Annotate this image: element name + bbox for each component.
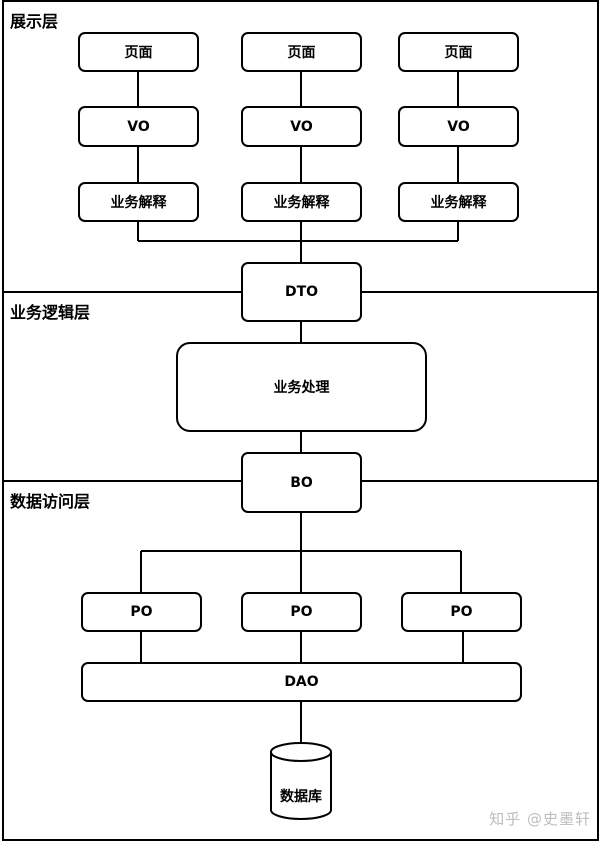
watermark: 知乎 @史墨轩 xyxy=(489,810,591,828)
po-label: PO xyxy=(130,604,153,620)
page-label: 页面 xyxy=(287,45,316,61)
page-label: 页面 xyxy=(124,45,153,61)
po-box-2: PO xyxy=(241,592,362,632)
business-layer-title: 业务逻辑层 xyxy=(10,303,91,322)
page-box-3: 页面 xyxy=(398,32,519,72)
page-box-2: 页面 xyxy=(241,32,362,72)
dao-label: DAO xyxy=(284,674,319,690)
explain-box-1: 业务解释 xyxy=(78,182,199,222)
vo-label: VO xyxy=(127,118,150,135)
vo-label: VO xyxy=(447,118,470,135)
vo-box-3: VO xyxy=(398,106,519,147)
database-label: 数据库 xyxy=(280,789,322,805)
page-box-1: 页面 xyxy=(78,32,199,72)
page-label: 页面 xyxy=(444,45,473,61)
bo-label: BO xyxy=(290,474,313,491)
presentation-layer-title: 展示层 xyxy=(10,12,59,31)
explain-label: 业务解释 xyxy=(273,195,330,211)
database-cylinder-icon xyxy=(270,742,332,820)
data-access-layer-title: 数据访问层 xyxy=(10,492,91,511)
po-box-3: PO xyxy=(401,592,522,632)
explain-label: 业务解释 xyxy=(110,195,167,211)
dao-box: DAO xyxy=(81,662,522,702)
explain-box-2: 业务解释 xyxy=(241,182,362,222)
po-label: PO xyxy=(450,604,473,620)
bo-box: BO xyxy=(241,452,362,513)
dto-box: DTO xyxy=(241,262,362,322)
vo-box-1: VO xyxy=(78,106,199,147)
vo-box-2: VO xyxy=(241,106,362,147)
explain-label: 业务解释 xyxy=(430,195,487,211)
business-process-label: 业务处理 xyxy=(273,380,330,396)
business-process-box: 业务处理 xyxy=(176,342,427,432)
po-label: PO xyxy=(290,604,313,620)
explain-box-3: 业务解释 xyxy=(398,182,519,222)
po-box-1: PO xyxy=(81,592,202,632)
dto-label: DTO xyxy=(284,284,319,300)
vo-label: VO xyxy=(290,118,313,135)
